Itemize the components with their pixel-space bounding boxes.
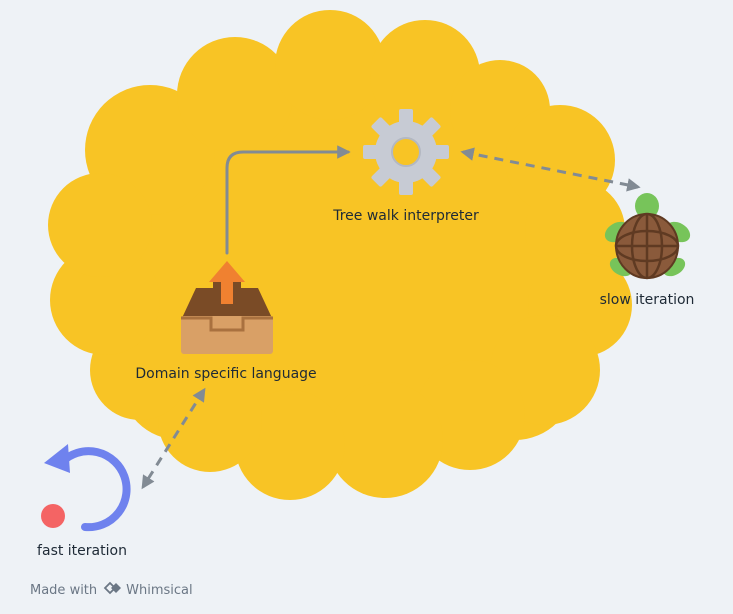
whimsical-brand: Whimsical bbox=[126, 583, 193, 598]
node-label-dsl: Domain specific language bbox=[135, 366, 317, 382]
node-label-interpreter: Tree walk interpreter bbox=[333, 208, 479, 224]
node-label-slow-iteration: slow iteration bbox=[599, 292, 695, 308]
circular-arrow-icon bbox=[41, 444, 131, 532]
node-label-fast-iteration: fast iteration bbox=[37, 543, 127, 559]
whimsical-logo-icon bbox=[103, 581, 123, 601]
connector-dsl-fast bbox=[141, 387, 206, 490]
connector-interpreter-slow bbox=[460, 147, 641, 192]
made-with-footer[interactable]: Made with Whimsical bbox=[30, 581, 193, 601]
cloud-shape bbox=[48, 10, 632, 500]
connector-dsl-to-interpreter bbox=[225, 145, 351, 255]
inbox-tray-upload-icon bbox=[181, 261, 273, 354]
turtle-icon bbox=[604, 193, 691, 280]
made-with-text: Made with bbox=[30, 583, 98, 598]
gear-icon bbox=[363, 109, 449, 195]
